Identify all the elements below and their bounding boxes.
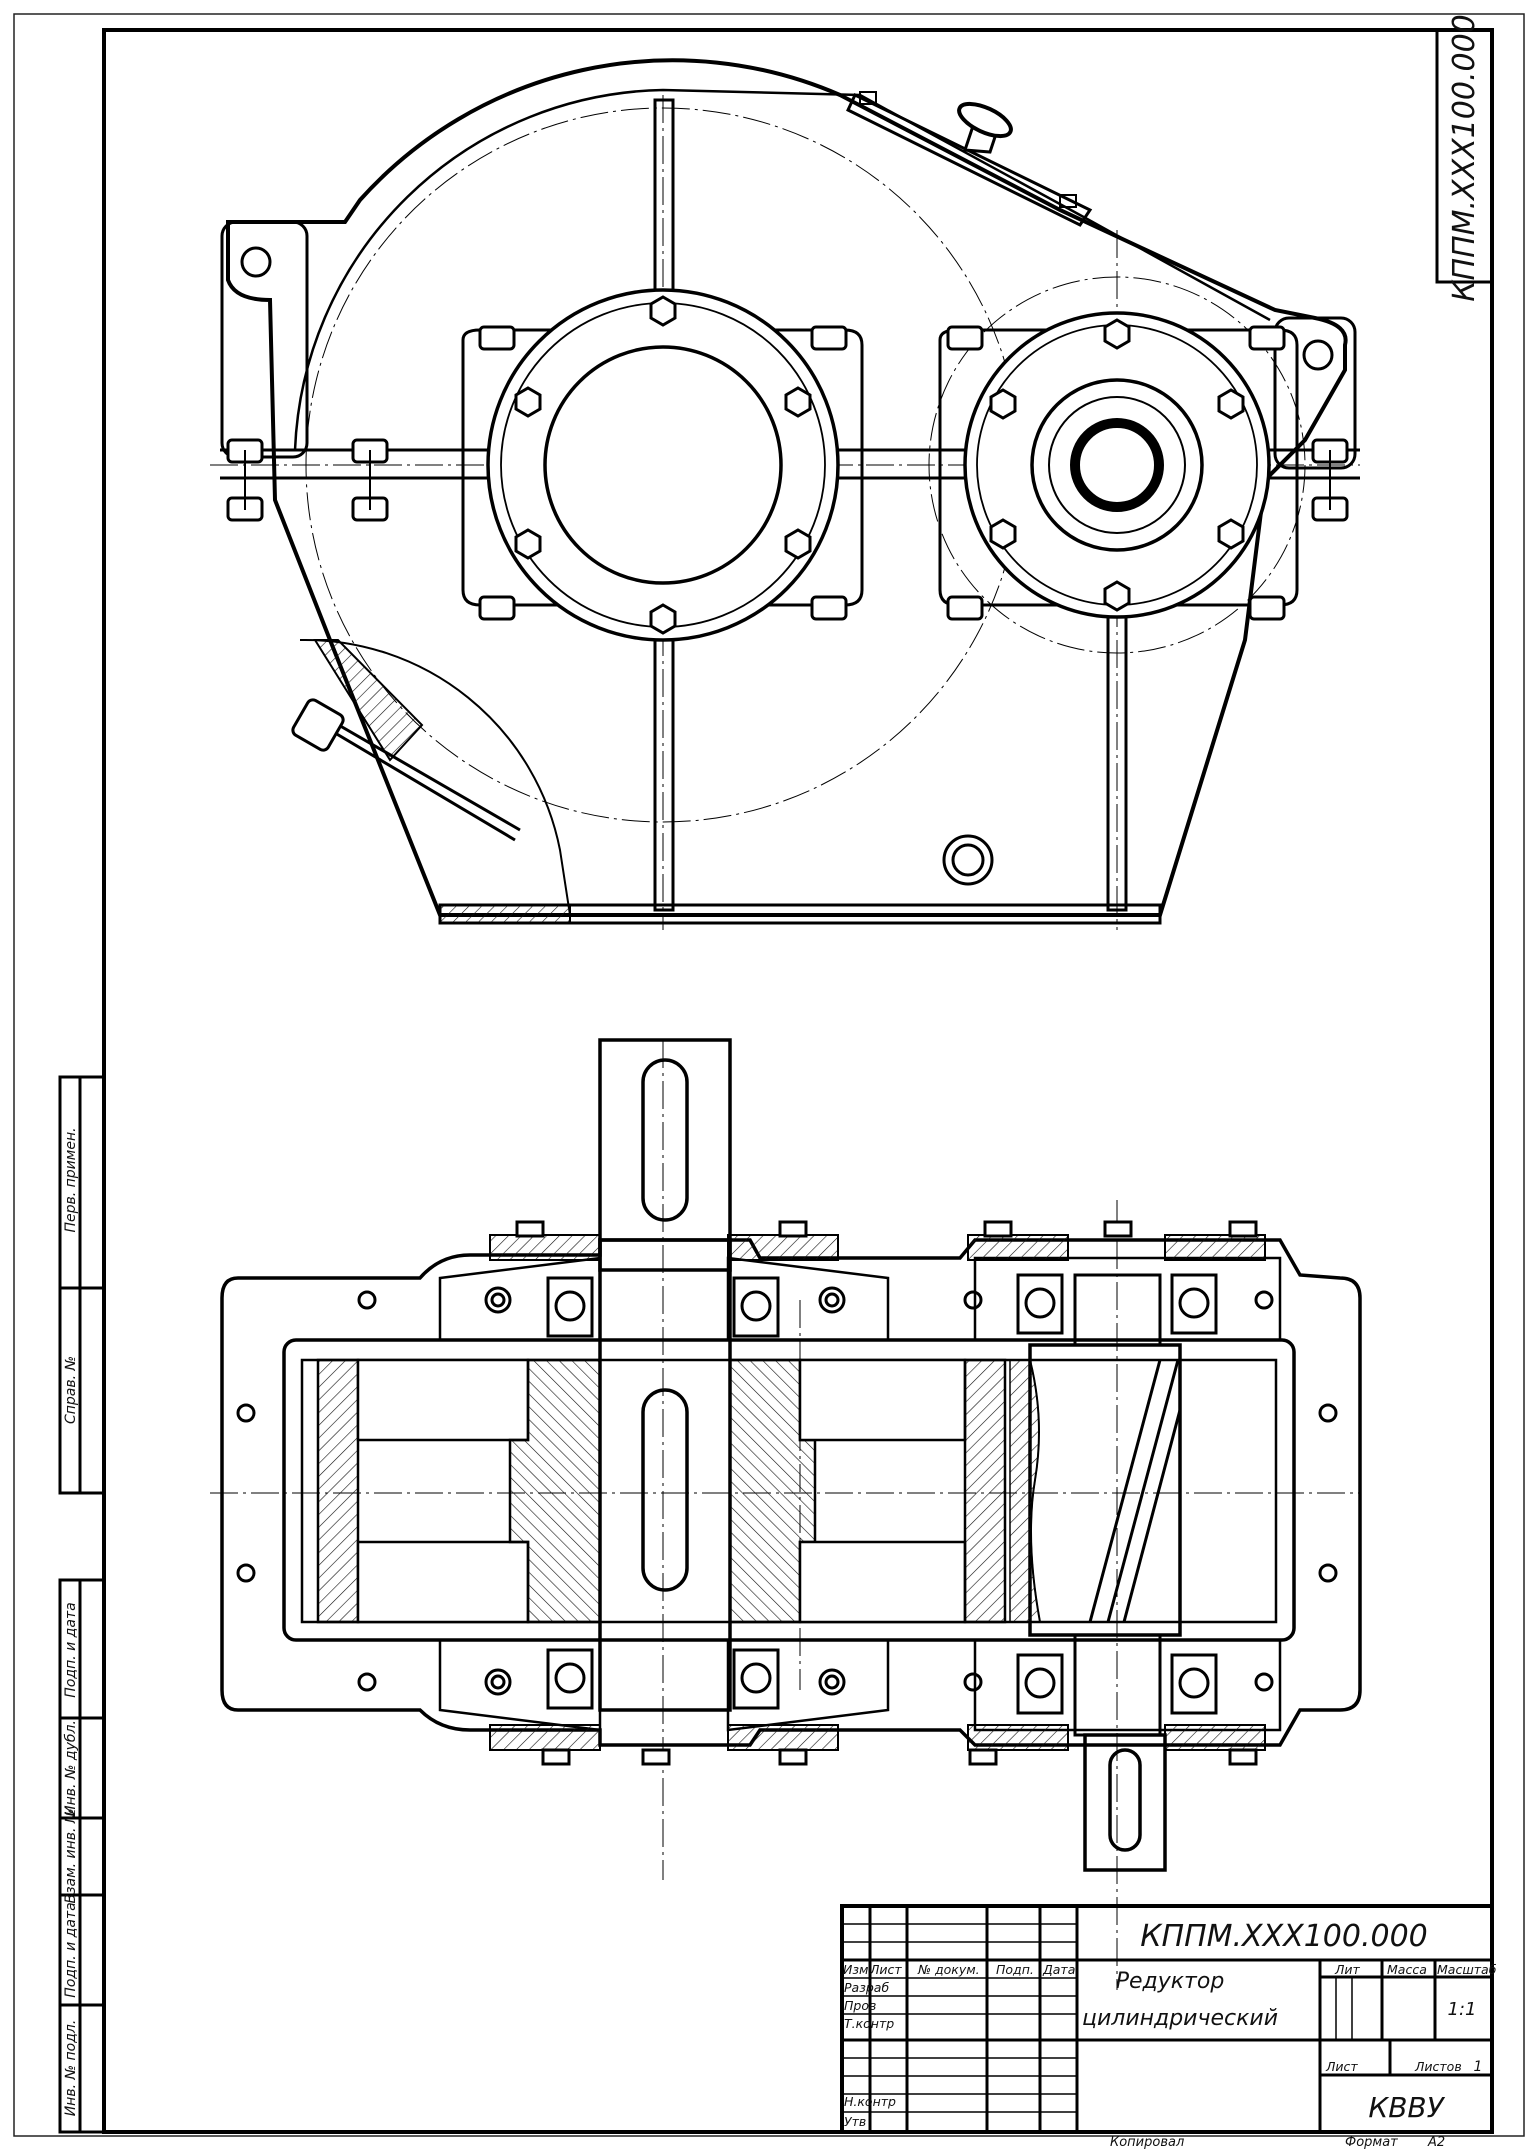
organization: КВВУ	[1368, 2091, 1445, 2124]
left-side-labels: Перв. примен. Справ. № Подп. и дата Инв.…	[63, 1127, 79, 2116]
title-block	[840, 1904, 1494, 2134]
side-sprav-no: Справ. №	[63, 1356, 79, 1424]
side-podp-data-2: Подп. и дата	[63, 1902, 79, 1997]
title-line-2: цилиндрический	[1082, 2006, 1278, 2031]
lit-label: Лит	[1334, 1962, 1361, 1977]
row-prov: Пров	[844, 1998, 876, 2013]
format-label: Формат	[1345, 2135, 1398, 2150]
col-date: Дата	[1042, 1962, 1075, 1977]
col-doc: № докум.	[917, 1962, 980, 1977]
side-perv-primen: Перв. примен.	[63, 1127, 79, 1232]
side-podp-data-1: Подп. и дата	[63, 1602, 79, 1697]
side-vzam-inv: Взам. инв. №	[63, 1808, 79, 1903]
mass-label: Масса	[1387, 1962, 1427, 1977]
row-utv: Утв	[844, 2114, 866, 2129]
sheets-label: Листов	[1414, 2059, 1462, 2074]
front-view	[210, 58, 1360, 930]
col-izm: Изм	[843, 1962, 868, 1977]
format-value: А2	[1427, 2135, 1445, 2150]
side-inv-podl: Инв. № подл.	[63, 2020, 79, 2117]
corner-designation-text: КППМ.ХХХ100.000	[1447, 14, 1482, 302]
row-nkontr: Н.контр	[844, 2094, 896, 2109]
left-side-columns	[58, 1075, 106, 2134]
sheet-label: Лист	[1325, 2059, 1358, 2074]
sheet-trim-border	[13, 13, 1525, 2137]
corner-designation-box: КППМ.ХХХ100.000	[1435, 14, 1494, 302]
top-view	[210, 1038, 1362, 1990]
title-line-1: Редуктор	[1116, 1969, 1225, 1994]
side-inv-dubl: Инв. № дубл.	[63, 1720, 79, 1816]
title-block-text: КППМ.ХХХ100.000 Редуктор цилиндрический …	[843, 1919, 1497, 2150]
row-tkontr: Т.контр	[844, 2016, 894, 2031]
scale-label: Масштаб	[1437, 1962, 1497, 1977]
col-sign: Подп.	[996, 1962, 1034, 1977]
copied-label: Копировал	[1110, 2135, 1184, 2150]
sheets-value: 1	[1474, 2059, 1483, 2075]
designation-main: КППМ.ХХХ100.000	[1140, 1919, 1428, 1954]
row-razrab: Разраб	[844, 1980, 889, 1995]
col-list: Лист	[869, 1962, 902, 1977]
scale-value: 1:1	[1448, 1999, 1477, 2020]
